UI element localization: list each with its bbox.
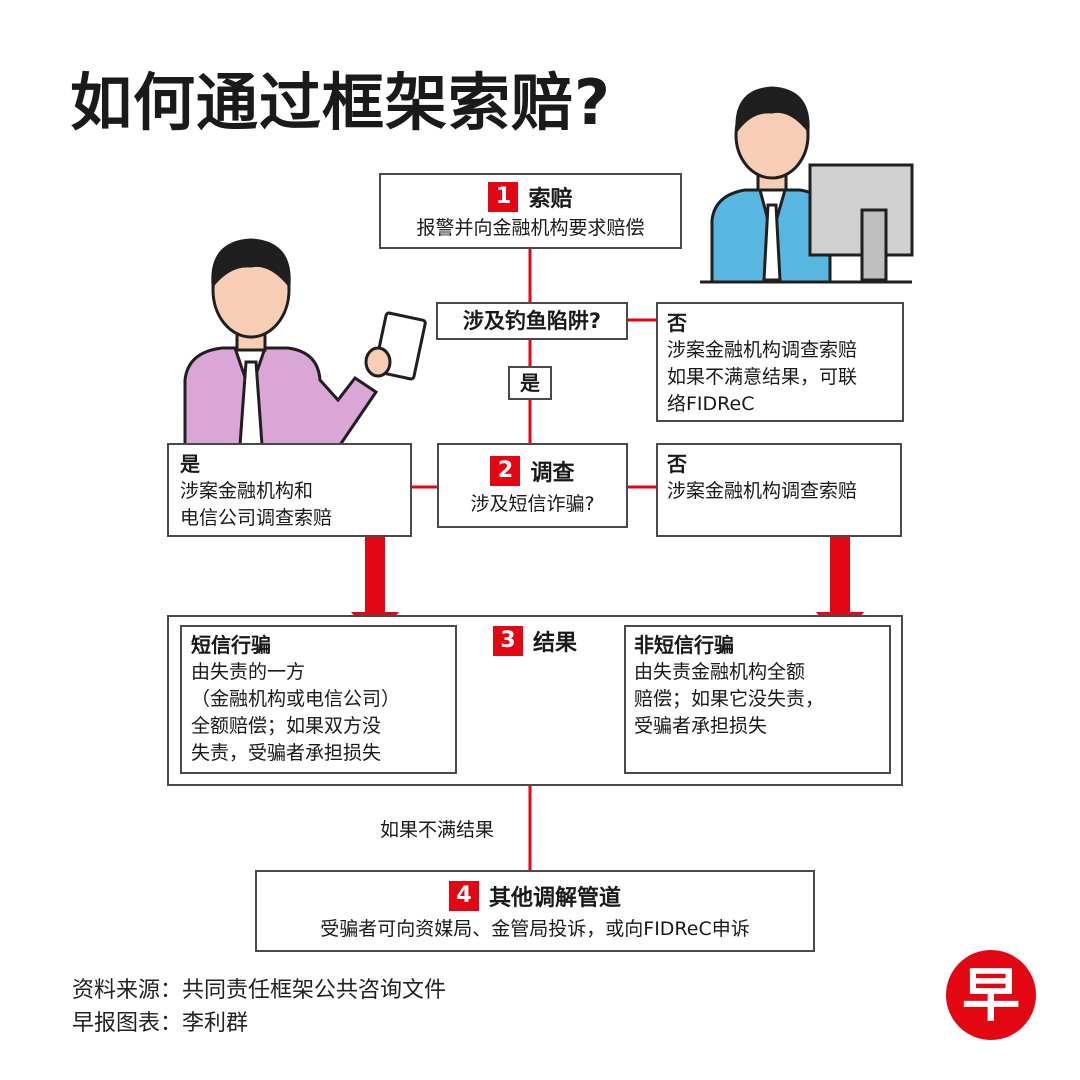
phishing-yes-label: 是 bbox=[520, 371, 540, 395]
step3-number-badge: 3 bbox=[493, 626, 523, 656]
step1-desc: 报警并向金融机构要求赔偿 bbox=[416, 217, 645, 239]
step2-number-badge: 2 bbox=[490, 456, 521, 486]
phishing-no-head: 否 bbox=[667, 311, 687, 335]
non-sms-result-line-3: 受骗者承担损失 bbox=[634, 715, 768, 737]
step2-title: 调查 bbox=[530, 461, 575, 486]
non-sms-result-line-2: 赔偿；如果它没失责， bbox=[634, 688, 825, 710]
phishing-no-line-1: 涉案金融机构调查索赔 bbox=[667, 339, 858, 361]
sms-yes-head: 是 bbox=[180, 452, 200, 476]
step4-number-badge: 4 bbox=[448, 881, 479, 911]
sms-yes-line-2: 电信公司调查索赔 bbox=[180, 507, 333, 529]
non-sms-result-box: 非短信行骗 由失责金融机构全额 赔偿；如果它没失责， 受骗者承担损失 bbox=[624, 625, 891, 774]
step2-header: 2 调查 bbox=[439, 455, 626, 487]
source-credit: 资料来源：共同责任框架公共咨询文件 bbox=[72, 978, 447, 1003]
phishing-no-line-2: 如果不满意结果，可联 bbox=[667, 366, 858, 388]
step4-box: 4 其他调解管道 受骗者可向资媒局、金管局投诉，或向FIDReC申诉 bbox=[255, 870, 815, 952]
graphic-credit: 早报图表：李利群 bbox=[72, 1011, 249, 1036]
sms-result-box: 短信行骗 由失责的一方 （金融机构或电信公司） 全额赔偿；如果双方没 失责，受骗… bbox=[180, 625, 457, 774]
sms-no-head: 否 bbox=[667, 452, 687, 476]
sms-result-line-4: 失责，受骗者承担损失 bbox=[191, 742, 382, 764]
zaobao-logo: 早 bbox=[946, 950, 1036, 1040]
sms-no-box: 否 涉案金融机构调查索赔 bbox=[656, 443, 902, 537]
sms-no-line-1: 涉案金融机构调查索赔 bbox=[667, 480, 858, 502]
phishing-no-box: 否 涉案金融机构调查索赔 如果不满意结果，可联 络FIDReC bbox=[656, 302, 904, 422]
page-title: 如何通过框架索赔? bbox=[70, 66, 611, 139]
step1-title: 索赔 bbox=[528, 187, 573, 212]
step3-title: 结果 bbox=[533, 631, 578, 656]
sms-result-line-3: 全额赔偿；如果双方没 bbox=[191, 715, 382, 737]
phishing-question-box: 涉及钓鱼陷阱? bbox=[436, 302, 628, 340]
step2-box: 2 调查 涉及短信诈骗? bbox=[437, 443, 628, 528]
step2-desc: 涉及短信诈骗? bbox=[470, 493, 595, 515]
sms-result-head: 短信行骗 bbox=[191, 633, 271, 657]
phishing-yes-box: 是 bbox=[508, 366, 552, 400]
step3-header: 3 结果 bbox=[493, 625, 577, 657]
sms-result-line-1: 由失责的一方 bbox=[191, 661, 306, 683]
sms-yes-line-1: 涉案金融机构和 bbox=[180, 480, 314, 502]
unsatisfied-label: 如果不满结果 bbox=[380, 819, 495, 841]
step4-header: 4 其他调解管道 bbox=[257, 880, 813, 912]
phishing-no-line-3: 络FIDReC bbox=[667, 393, 755, 415]
phishing-question-label: 涉及钓鱼陷阱? bbox=[462, 309, 602, 333]
step4-desc: 受骗者可向资媒局、金管局投诉，或向FIDReC申诉 bbox=[320, 918, 750, 940]
step1-box: 1 索赔 报警并向金融机构要求赔偿 bbox=[379, 173, 682, 249]
step4-title: 其他调解管道 bbox=[488, 886, 621, 911]
step1-number-badge: 1 bbox=[488, 182, 519, 212]
arrow-left-shaft bbox=[365, 525, 385, 615]
step1-header: 1 索赔 bbox=[381, 181, 680, 213]
non-sms-result-head: 非短信行骗 bbox=[634, 633, 734, 657]
sms-yes-box: 是 涉案金融机构和 电信公司调查索赔 bbox=[167, 443, 412, 537]
arrow-right-shaft bbox=[830, 525, 850, 615]
non-sms-result-line-1: 由失责金融机构全额 bbox=[634, 661, 806, 683]
sms-result-line-2: （金融机构或电信公司） bbox=[191, 688, 401, 710]
